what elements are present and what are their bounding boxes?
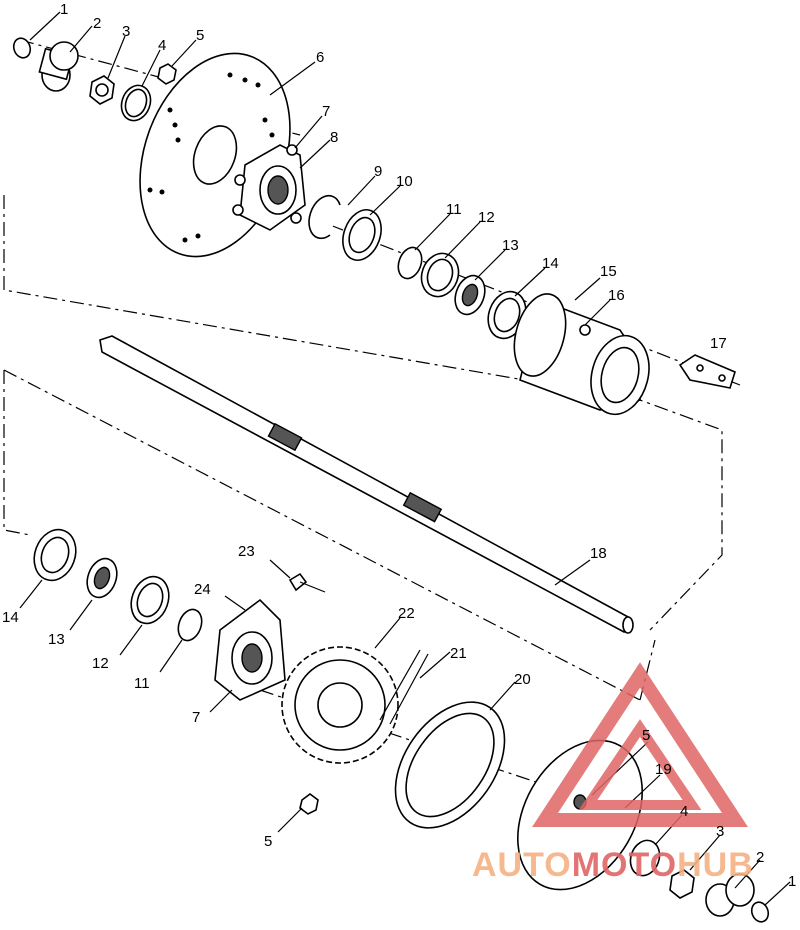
callout-19: 19 bbox=[655, 761, 672, 778]
watermark-text-moto: MOTO bbox=[572, 846, 677, 884]
callout-7-top: 7 bbox=[322, 103, 330, 120]
part-5-nut-top bbox=[157, 63, 177, 85]
part-5-nut-bottom bbox=[299, 793, 319, 815]
callout-24: 24 bbox=[194, 581, 211, 598]
callout-5-bottom: 5 bbox=[264, 833, 272, 850]
watermark-text: AUTOMOTOHUB bbox=[472, 846, 754, 884]
callout-7-bottom: 7 bbox=[192, 709, 200, 726]
callout-12-bottom: 12 bbox=[92, 655, 109, 672]
callout-12-top: 12 bbox=[478, 209, 495, 226]
callout-16: 16 bbox=[608, 287, 625, 304]
watermark-text-hub: HUB bbox=[677, 846, 754, 884]
watermark-text-auto: AUTO bbox=[472, 846, 572, 884]
callout-3-top: 3 bbox=[122, 23, 130, 40]
callout-1-bottom: 1 bbox=[788, 873, 796, 890]
callout-15: 15 bbox=[600, 263, 617, 280]
callout-2-bottom: 2 bbox=[756, 849, 764, 866]
part-3-nut-bottom bbox=[669, 869, 695, 899]
callout-14-bottom: 14 bbox=[2, 609, 19, 626]
callout-8: 8 bbox=[330, 129, 338, 146]
callout-3-bottom: 3 bbox=[716, 823, 724, 840]
callout-labels: 1 2 3 4 5 6 7 8 9 10 11 12 13 14 15 16 1… bbox=[2, 1, 796, 890]
part-18-axle-shaft bbox=[99, 335, 634, 634]
part-10-seal bbox=[342, 209, 382, 261]
callout-13-bottom: 13 bbox=[48, 631, 65, 648]
part-20-brake-ring bbox=[394, 701, 506, 829]
part-11-ring-bottom bbox=[177, 608, 203, 642]
part-11-ring-top bbox=[397, 246, 423, 280]
watermark-triangle-outer bbox=[532, 662, 748, 827]
callout-13-top: 13 bbox=[502, 237, 519, 254]
part-3-nut-top bbox=[89, 75, 115, 105]
callout-18: 18 bbox=[590, 545, 607, 562]
part-17-bolts bbox=[678, 354, 736, 389]
part-2-spacer-top bbox=[38, 41, 79, 92]
part-2-spacer-bottom bbox=[705, 873, 755, 917]
part-1-snap-ring-bottom bbox=[750, 901, 770, 923]
part-4-washer-bottom bbox=[629, 839, 661, 877]
callout-17: 17 bbox=[710, 335, 727, 352]
callout-11-bottom: 11 bbox=[134, 675, 150, 692]
callout-11-top: 11 bbox=[446, 201, 462, 218]
callout-23: 23 bbox=[238, 543, 255, 560]
part-14-bearing-cup-bottom bbox=[33, 528, 77, 582]
part-21-chain bbox=[379, 649, 429, 725]
part-13-roller-bearing-bottom bbox=[86, 557, 118, 599]
callout-22: 22 bbox=[398, 605, 415, 622]
callout-10: 10 bbox=[396, 173, 413, 190]
callout-2-top: 2 bbox=[93, 15, 101, 32]
part-12-bearing-race-top bbox=[420, 252, 460, 298]
part-9-snap-ring bbox=[308, 194, 341, 240]
part-14-bearing-cup-top bbox=[487, 290, 527, 340]
part-4-washer-top bbox=[120, 84, 152, 122]
callout-14-top: 14 bbox=[542, 255, 559, 272]
watermark-logo bbox=[532, 662, 748, 827]
callout-5-top: 5 bbox=[196, 27, 204, 44]
callout-20: 20 bbox=[514, 671, 531, 688]
part-1-snap-ring-top bbox=[12, 37, 32, 59]
callout-21: 21 bbox=[450, 645, 467, 662]
part-13-roller-bearing-top bbox=[454, 274, 486, 316]
callout-9: 9 bbox=[374, 163, 382, 180]
part-8-hub-flange-top bbox=[232, 144, 306, 231]
callout-6: 6 bbox=[316, 49, 324, 66]
callout-4-bottom: 4 bbox=[680, 803, 688, 820]
part-24-sprocket-hub bbox=[214, 598, 286, 701]
part-15-bearing-housing bbox=[513, 293, 650, 416]
part-23-bolt bbox=[288, 572, 326, 593]
part-22-sprocket bbox=[281, 646, 399, 764]
watermark-triangle-inner bbox=[578, 719, 702, 810]
callout-5-mid: 5 bbox=[642, 727, 650, 744]
part-12-bearing-race-bottom bbox=[130, 575, 170, 625]
callout-1-top: 1 bbox=[60, 1, 68, 18]
callout-4-top: 4 bbox=[158, 37, 166, 54]
